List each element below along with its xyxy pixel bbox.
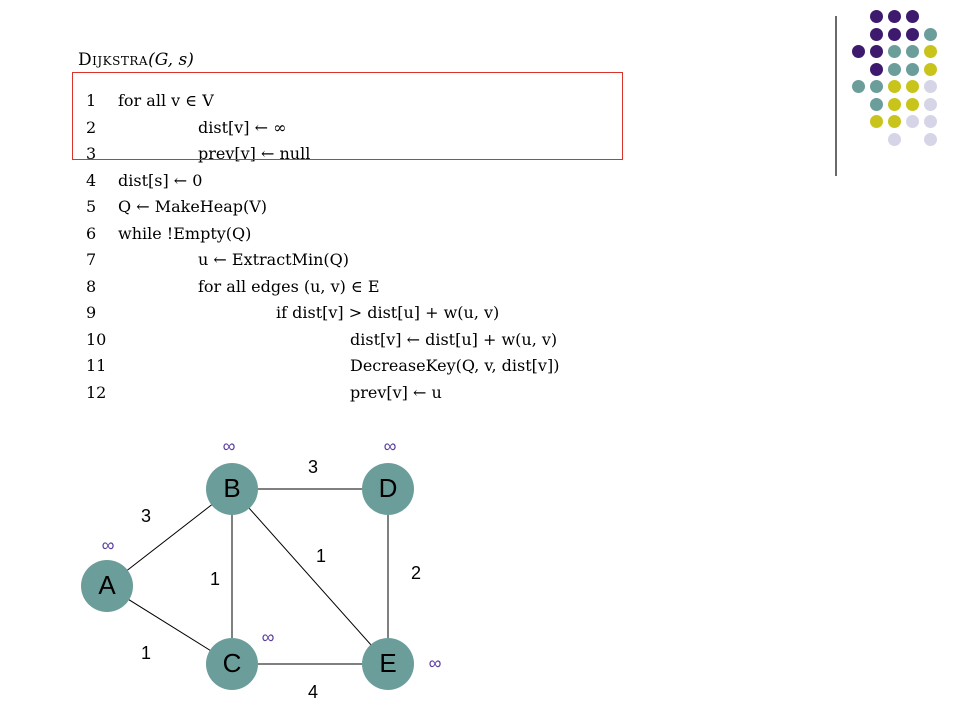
line-number: 5 [86,197,97,216]
line-number: 4 [86,170,97,190]
line-number: 11 [86,356,107,375]
algorithm-args: (G, s) [148,50,194,70]
node-d [362,463,414,515]
code-line: 12 prev[v] ← u [78,382,638,404]
line-statement: dist[v] ← dist[u] + w(u, v) [350,329,558,349]
line-statement: Q ← MakeHeap(V) [118,197,268,216]
decorative-dot [924,27,937,41]
decorative-dot [924,97,937,111]
decorative-dot [906,45,919,58]
decorative-dot [870,62,883,76]
node-label: B [223,473,240,503]
code-line: 4 dist[s] ← 0 [78,170,638,192]
decorative-dot [888,45,901,58]
node-e [362,638,414,690]
algorithm-name: Dijkstra [78,50,149,70]
line-statement: prev[v] ← null [198,144,311,163]
node-label: D [379,473,398,503]
decorative-dot [924,62,937,76]
code-line: 11 DecreaseKey(Q, v, dist[v]) [78,355,638,377]
decorative-dot [870,45,883,58]
highlight-box [72,72,623,160]
edge-weight-label: 1 [141,643,151,663]
decorative-dot [906,80,919,93]
decorative-dot [924,45,937,58]
node-distance-label: ∞ [223,436,236,456]
edge-a-b [106,488,233,587]
line-statement: dist[v] ← ∞ [198,117,287,137]
code-line: 7 u ← ExtractMin(Q) [78,249,638,271]
decorative-dot [906,27,919,41]
node-a [81,560,133,612]
decorative-dot [888,132,901,146]
code-line: 5 Q ← MakeHeap(V) [78,196,638,218]
decorative-dot [888,10,901,23]
decorative-dot-grid [846,10,956,160]
edge-weight-label: 2 [411,563,421,583]
line-number: 6 [86,223,97,243]
decorative-dot [870,115,883,128]
code-line: 6 while !Empty(Q) [78,223,638,245]
decorative-dot [906,97,919,111]
line-statement: if dist[v] > dist[u] + w(u, v) [276,303,500,322]
decorative-dot [924,132,937,146]
code-line: 8 for all edges (u, v) ∈ E [78,276,638,298]
code-line: 9 if dist[v] > dist[u] + w(u, v) [78,302,638,324]
edge-weight-label: 1 [316,546,326,566]
line-number: 10 [86,329,107,349]
edge-b-e [231,488,389,665]
decorative-dot [906,115,919,128]
node-label: C [223,648,242,678]
decorative-dot [888,27,901,41]
decorative-divider [835,16,837,176]
line-number: 2 [86,117,97,137]
decorative-dot [924,80,937,93]
decorative-dot [906,62,919,76]
decorative-dot [852,80,865,93]
line-number: 1 [86,91,97,110]
node-distance-label: ∞ [102,535,115,555]
edge-weight-label: 3 [308,457,318,477]
node-distance-label: ∞ [262,627,275,647]
edge-weight-label: 3 [141,506,151,526]
node-b [206,463,258,515]
node-distance-label: ∞ [384,436,397,456]
decorative-dot [888,97,901,111]
decorative-dot [870,10,883,23]
line-statement: prev[v] ← u [350,382,442,402]
edge-weight-label: 4 [308,682,318,702]
code-line: 2 dist[v] ← ∞ [78,117,638,139]
line-number: 7 [86,250,97,269]
line-statement: u ← ExtractMin(Q) [198,250,349,269]
decorative-dot [852,45,865,58]
decorative-dot [888,62,901,76]
node-label: A [98,570,116,600]
line-statement: for all v ∈ V [118,91,214,110]
line-number: 9 [86,303,97,322]
algorithm-title: Dijkstra(G, s) [78,50,194,70]
code-line: 1 for all v ∈ V [78,90,638,112]
line-number: 12 [86,382,107,402]
line-number: 8 [86,276,97,296]
decorative-dot [888,115,901,128]
line-statement: DecreaseKey(Q, v, dist[v]) [350,356,560,375]
decorative-dot [870,97,883,111]
line-statement: dist[s] ← 0 [118,170,203,190]
node-label: E [379,648,396,678]
decorative-dot [906,10,919,23]
decorative-dot [888,80,901,93]
node-c [206,638,258,690]
code-line: 3 prev[v] ← null [78,143,638,165]
line-number: 3 [86,144,97,163]
decorative-dot [870,80,883,93]
decorative-dot [870,27,883,41]
line-statement: for all edges (u, v) ∈ E [198,276,380,296]
code-line: 10 dist[v] ← dist[u] + w(u, v) [78,329,638,351]
decorative-dot [924,115,937,128]
edge-weight-label: 1 [210,569,220,589]
line-statement: while !Empty(Q) [118,223,252,243]
node-distance-label: ∞ [429,653,442,673]
